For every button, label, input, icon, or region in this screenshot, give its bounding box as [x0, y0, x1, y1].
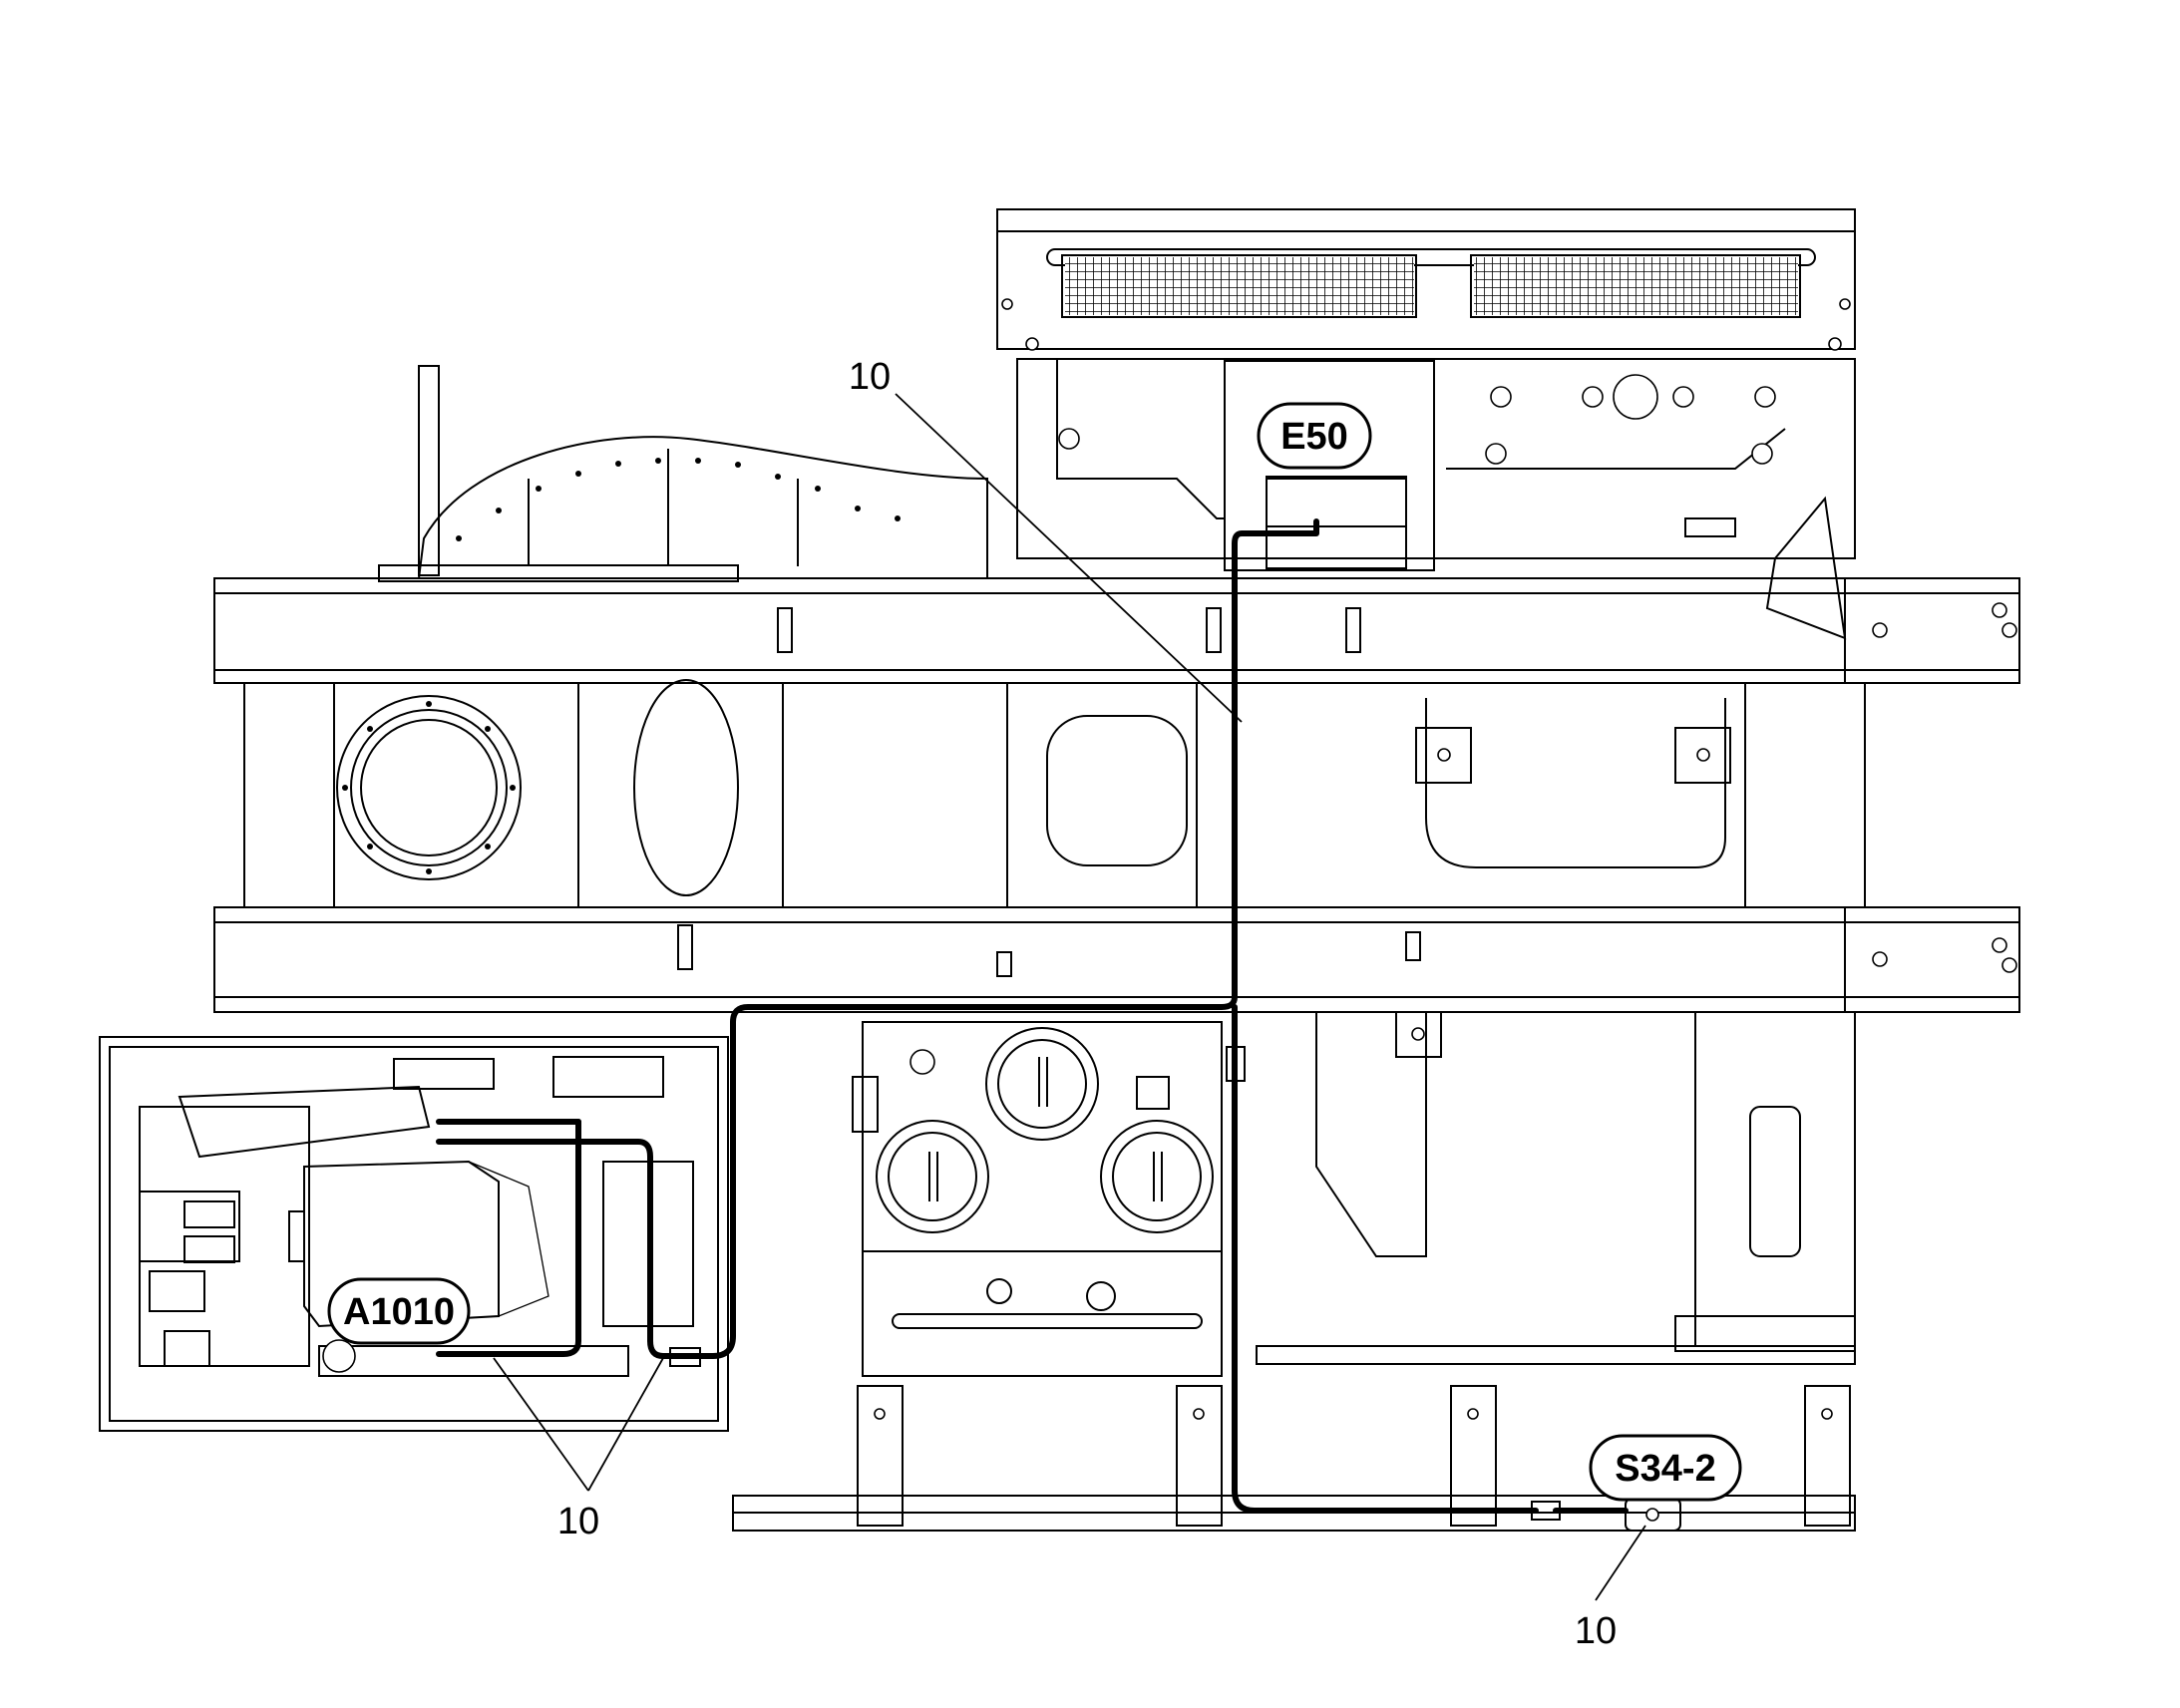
rear-lower-frame	[732, 1011, 1856, 1532]
harness-connectors	[669, 476, 1681, 1532]
label-s34-2: S34-2	[1589, 1434, 1742, 1502]
callout-number-bottom-right: 10	[1575, 1610, 1617, 1652]
label-e50-text: E50	[1280, 416, 1348, 458]
label-a1010: A1010	[327, 1277, 471, 1345]
callout-number-top: 10	[849, 356, 891, 398]
callout-leaders	[493, 393, 1646, 1601]
turntable-ring	[336, 695, 522, 880]
callout-number-bottom-left: 10	[557, 1501, 599, 1542]
cable-harness-10	[436, 518, 1629, 1514]
hydraulic-tank-block	[852, 1021, 1223, 1377]
control-panel-module	[99, 1036, 729, 1432]
chassis-rail-bottom	[213, 906, 2020, 1013]
label-e50: E50	[1257, 402, 1372, 470]
radiator-housing	[996, 208, 1856, 640]
rear-frame-plate	[378, 365, 988, 582]
chassis-cross-members	[243, 679, 1866, 908]
chassis-rail-top	[213, 577, 2020, 684]
radiator-grille-right	[1474, 257, 1798, 315]
radiator-grille-left	[1065, 257, 1414, 315]
label-a1010-text: A1010	[343, 1291, 455, 1333]
label-s34-2-text: S34-2	[1615, 1448, 1715, 1490]
